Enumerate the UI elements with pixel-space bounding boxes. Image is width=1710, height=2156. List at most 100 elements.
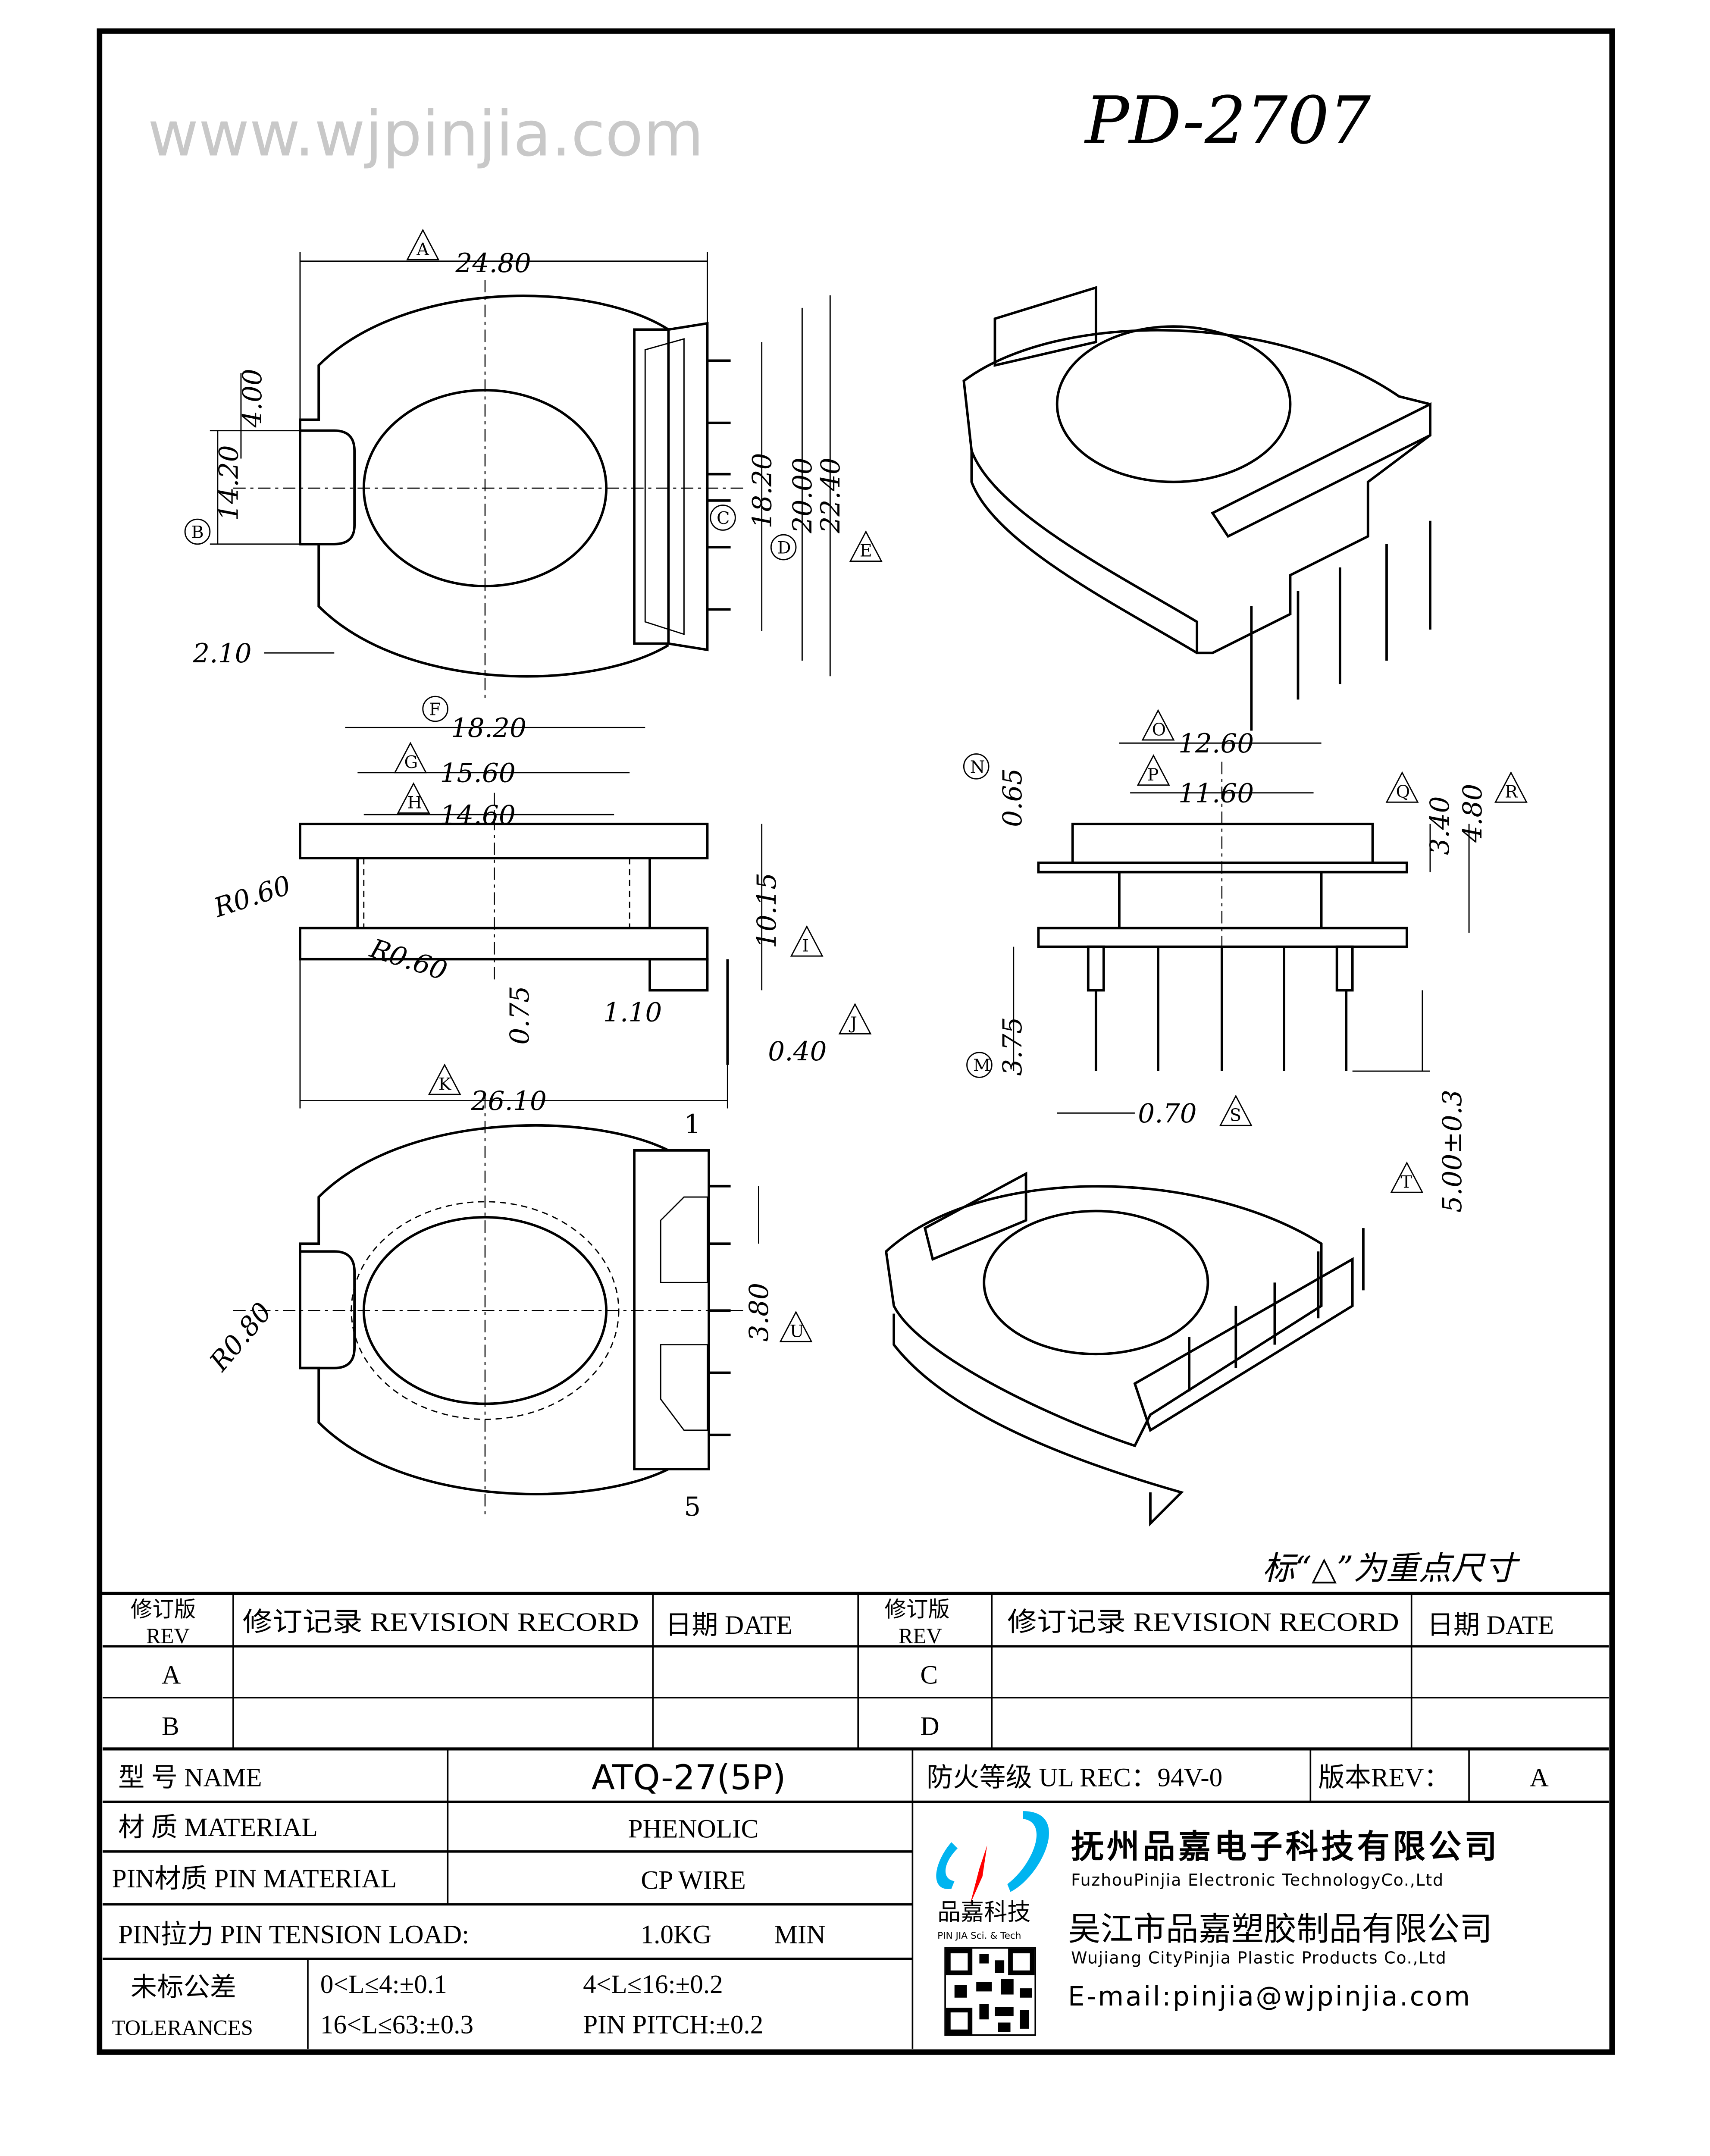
- isometric-view-bottom: [885, 1172, 1365, 1527]
- isometric-view-top: [962, 286, 1431, 731]
- company-block: 品嘉科技 PIN JIA Sci. & Tech 抚州品嘉电子科技有限公司 Fu…: [936, 1811, 1500, 2036]
- dim-pin-offset: 1.10: [603, 997, 662, 1028]
- marker-b: B: [191, 522, 204, 542]
- top-view: 24.80 A 4.00 14.20 B 2.10 18.20 20.00 22…: [184, 229, 883, 700]
- dim-e: 22.40: [815, 458, 846, 533]
- material-value: PHENOLIC: [628, 1814, 759, 1843]
- marker-g: G: [404, 752, 418, 772]
- company-name-2-cn: 吴江市品嘉塑胶制品有限公司: [1068, 1910, 1492, 1948]
- marker-f: F: [429, 699, 441, 719]
- tension-unit: MIN: [774, 1920, 826, 1949]
- tension-label: PIN拉力 PIN TENSION LOAD:: [118, 1920, 469, 1949]
- sheet-border: [97, 28, 1615, 2055]
- marker-r: R: [1505, 782, 1518, 802]
- dim-r: 4.80: [1457, 784, 1488, 843]
- dim-k: 26.10: [471, 1086, 547, 1116]
- dim-b1: 4.00: [237, 369, 268, 428]
- marker-j: J: [849, 1014, 857, 1034]
- marker-t: T: [1400, 1172, 1412, 1192]
- dim-d: 20.00: [787, 458, 818, 533]
- pin-material-value: CP WIRE: [641, 1865, 745, 1895]
- marker-p: P: [1147, 765, 1159, 785]
- marker-h: H: [407, 793, 423, 813]
- dim-p: 11.60: [1178, 778, 1254, 808]
- tolerance-2: 4<L≤16:±0.2: [583, 1970, 723, 1999]
- rev-header-left: 修订版: [131, 1597, 196, 1621]
- company-logo-icon: [936, 1811, 1049, 1905]
- dim-f: 18.20: [451, 713, 526, 743]
- dim-radius-slot: R0.80: [204, 1297, 278, 1377]
- dim-o: 12.60: [1178, 728, 1254, 759]
- tolerance-3: 16<L≤63:±0.3: [320, 2010, 473, 2040]
- name-label: 型 号 NAME: [118, 1763, 262, 1792]
- logo-text-cn: 品嘉科技: [937, 1899, 1030, 1926]
- side-view: 18.20 15.60 14.60 F G H R0.60 R0.60 0.75…: [210, 696, 872, 1116]
- tolerance-label-en: TOLERANCES: [112, 2015, 253, 2040]
- dim-g: 15.60: [440, 758, 515, 788]
- dim-c: 18.20: [747, 453, 777, 528]
- dim-thickness: 0.75: [504, 986, 535, 1044]
- date-header-right: 日期 DATE: [1427, 1611, 1554, 1640]
- company-name-1-cn: 抚州品嘉电子科技有限公司: [1071, 1827, 1500, 1865]
- dim-s: 0.70: [1138, 1098, 1196, 1129]
- material-label: 材 质 MATERIAL: [118, 1813, 318, 1842]
- date-header-left: 日期 DATE: [665, 1611, 792, 1640]
- dim-b2: 14.20: [214, 445, 244, 520]
- dim-m: 3.75: [997, 1017, 1028, 1075]
- name-value: ATQ-27(5P): [592, 1758, 786, 1798]
- marker-q: Q: [1396, 782, 1410, 802]
- record-header-right: 修订记录 REVISION RECORD: [1007, 1608, 1399, 1637]
- dim-radius-1: R0.60: [210, 870, 295, 923]
- marker-s: S: [1230, 1105, 1241, 1125]
- marker-e: E: [860, 541, 872, 561]
- marker-u: U: [790, 1322, 804, 1341]
- dim-offset: 2.10: [192, 638, 251, 669]
- dim-q: 3.40: [1425, 796, 1455, 855]
- version-label: 版本REV：: [1318, 1763, 1450, 1792]
- tolerance-1: 0<L≤4:±0.1: [320, 1970, 447, 1999]
- revision-table: 修订版 REV 修订记录 REVISION RECORD 日期 DATE 修订版…: [99, 1592, 1612, 1751]
- marker-i: I: [802, 936, 809, 956]
- qr-code-icon: [944, 1947, 1037, 2036]
- drawing-title: PD-2707: [1084, 82, 1371, 159]
- rev-en-header-right: REV: [899, 1624, 942, 1648]
- rev-row-b: B: [162, 1711, 179, 1741]
- fire-rating: 防火等级 UL REC：94V-0: [927, 1763, 1222, 1792]
- tolerance-4: PIN PITCH:±0.2: [583, 2010, 763, 2040]
- dim-h: 14.60: [440, 800, 515, 830]
- rev-row-c: C: [920, 1661, 938, 1690]
- marker-k: K: [438, 1074, 452, 1094]
- pin-1-label: 1: [684, 1109, 701, 1140]
- dim-radius-2: R0.60: [366, 933, 451, 987]
- marker-a: A: [416, 239, 429, 259]
- dim-a: 24.80: [455, 248, 531, 279]
- front-view: 12.60 11.60 O P N 0.65 3.40 4.80 Q R 3.7…: [963, 709, 1528, 1213]
- rev-row-d: D: [920, 1711, 939, 1741]
- company-name-2-en: Wujiang CityPinjia Plastic Products Co.,…: [1071, 1948, 1447, 1967]
- drawing-sheet: PD-2707 www.wjpinjia.com 24.80 A 4.00 14…: [97, 28, 1615, 2055]
- watermark: www.wjpinjia.com: [148, 98, 704, 171]
- rev-en-header-left: REV: [146, 1624, 190, 1648]
- dim-n: 0.65: [997, 768, 1028, 827]
- version-value: A: [1530, 1763, 1549, 1792]
- key-dimension-note: 标“△”为重点尺寸: [1262, 1549, 1520, 1587]
- marker-o: O: [1152, 720, 1166, 740]
- logo-text-en: PIN JIA Sci. & Tech: [937, 1930, 1021, 1941]
- marker-n: N: [970, 757, 985, 777]
- tolerance-label-cn: 未标公差: [131, 1973, 236, 2002]
- pin-5-label: 5: [684, 1492, 701, 1522]
- tension-value: 1.0KG: [640, 1920, 711, 1949]
- marker-d: D: [777, 538, 791, 558]
- dim-t: 5.00±0.3: [1437, 1090, 1468, 1213]
- dim-pin-pitch: 3.80: [744, 1283, 774, 1341]
- spec-table: 型 号 NAME ATQ-27(5P) 防火等级 UL REC：94V-0 版本…: [103, 1749, 1609, 2049]
- title-block: 修订版 REV 修订记录 REVISION RECORD 日期 DATE 修订版…: [99, 1592, 1612, 2049]
- marker-m: M: [973, 1056, 991, 1075]
- record-header-left: 修订记录 REVISION RECORD: [243, 1608, 639, 1637]
- rev-row-a: A: [162, 1661, 181, 1690]
- pin-material-label: PIN材质 PIN MATERIAL: [112, 1864, 397, 1893]
- company-email[interactable]: E-mail:pinjia@wjpinjia.com: [1068, 1981, 1472, 2012]
- company-name-1-en: FuzhouPinjia Electronic TechnologyCo.,Lt…: [1071, 1871, 1444, 1890]
- rev-header-right: 修订版: [885, 1597, 950, 1621]
- marker-c: C: [717, 508, 730, 528]
